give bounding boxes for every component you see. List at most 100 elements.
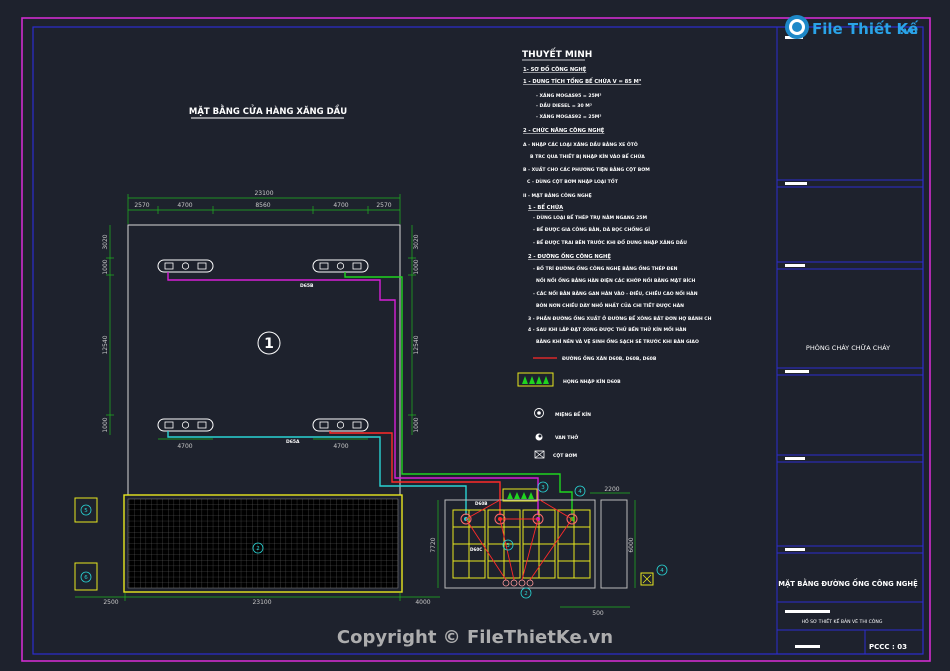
svg-text:- XĂNG MOGAS92 = 25M³: - XĂNG MOGAS92 = 25M³ [536,113,601,120]
zone-marker-3b: 3 [537,481,549,493]
pump-island-1 [157,259,214,273]
dim-bottom-2: 23100 [252,599,271,606]
legend-pump-icon [534,450,545,459]
svg-text:B - XUẤT CHO CÁC PHƯƠNG TIỆN B: B - XUẤT CHO CÁC PHƯƠNG TIỆN BẰNG CỘT BƠ… [523,165,650,173]
title-block-sheet-number: PCCC : 03 [869,643,907,651]
svg-text:1: 1 [264,336,274,352]
dim-tank-left-side: 7720 [430,537,437,552]
svg-text:2: 2 [256,546,260,552]
sealed-receiver-box [502,488,538,502]
svg-text:2 - CHỨC NĂNG CÔNG NGHỆ: 2 - CHỨC NĂNG CÔNG NGHỆ [523,126,605,134]
logo-text: File Thiết Kế [812,19,919,38]
notes-body: 1- SƠ ĐỒ CÔNG NGHỆ 1 - DUNG TÍCH TỔNG BỂ… [523,64,712,345]
svg-text:6: 6 [84,575,88,581]
dim-inner-lower-2: 4700 [333,443,348,450]
dim-top-2: 4700 [177,202,192,209]
svg-text:1- SƠ ĐỒ CÔNG NGHỆ: 1- SƠ ĐỒ CÔNG NGHỆ [523,64,587,73]
legend-receiver-swatch [517,372,554,387]
dim-top-1: 2570 [134,202,149,209]
svg-text:3: 3 [541,485,545,491]
notes-heading: THUYẾT MINH [522,47,592,60]
pipe-green [344,272,573,515]
underground-tanks [452,509,591,579]
dim-tank-bottom: 500 [592,610,604,617]
legend-pipe-label: ĐƯỜNG ỐNG XĂN D60B, D60B, D60B [562,354,657,362]
fire-equipment-box [640,572,654,586]
dim-top-5: 2570 [376,202,391,209]
site-logo: File Thiết Kế .vn [785,15,919,39]
tank-area-outline [444,499,596,589]
legend-pump-label: CỘT BƠM [553,452,578,459]
svg-text:5: 5 [84,508,88,514]
zone-marker-5: 5 [80,504,92,516]
svg-text:3: 3 [506,543,510,549]
outer-frame [21,17,931,662]
title-block-tiny-text [785,36,830,648]
dim-bottom-1: 2500 [103,599,118,606]
dim-right-2: 1000 [413,259,420,274]
legend-vent-label: MIỆNG BỂ KÍN [555,410,591,418]
title-block-drawing-title: MẶT BẰNG ĐƯỜNG ỐNG CÔNG NGHỆ [778,578,918,588]
svg-text:4: 4 [660,568,664,574]
legend-vent-icon [534,408,544,418]
dimension-lines [75,194,636,608]
svg-text:BẰNG KHÍ NÉN VÀ VỆ SINH ỐNG SẠ: BẰNG KHÍ NÉN VÀ VỆ SINH ỐNG SẠCH SẼ TRƯỚ… [536,337,699,345]
svg-text:BÓN NƠN CHIỀU DÀY NHỎ NHẤT CỦA: BÓN NƠN CHIỀU DÀY NHỎ NHẤT CỦA CHI TIẾT … [536,300,684,309]
dim-left-4: 1000 [102,417,109,432]
dim-left-2: 1000 [102,259,109,274]
svg-text:3 - PHẦN ĐƯỜNG ỐNG XUẤT Ở ĐƯỜN: 3 - PHẦN ĐƯỜNG ỐNG XUẤT Ở ĐƯỜNG BỂ XÔNG … [528,313,712,322]
zone-box-6 [74,562,98,591]
dim-tank-right-top: 2200 [604,486,619,493]
zone-marker-2b: 2 [520,587,532,599]
svg-text:- DÙNG LOẠI BỂ THÉP TRỤ NẰM NG: - DÙNG LOẠI BỂ THÉP TRỤ NẰM NGANG 25M [533,213,647,221]
svg-text:- BỂ ĐƯỢC GIA CÔNG BẰN, DÀ BỌC: - BỂ ĐƯỢC GIA CÔNG BẰN, DÀ BỌC CHỐNG GỈ [533,225,650,233]
zone-marker-2: 2 [252,542,264,554]
logo-domain: .vn [900,26,917,37]
zone-marker-6: 6 [80,571,92,583]
receiver-triangles [507,492,534,499]
legend-valve-icon [535,433,543,441]
pump-island-4 [312,418,369,432]
inner-frame [32,26,924,655]
canopy-outline [127,224,401,496]
svg-text:- CÁC NỐI BẰN BẰNG GAN HÀN VÀO: - CÁC NỐI BẰN BẰNG GAN HÀN VÀO - ĐIỀU, C… [533,288,698,297]
zone-marker-4: 4 [574,485,586,497]
dim-left-3: 12540 [102,335,109,354]
zone-marker-1: 1 [257,331,281,355]
dim-tank-right-side: 6000 [628,537,635,552]
svg-text:A - NHẬP CÁC LOẠI XĂNG DẦU BẰN: A - NHẬP CÁC LOẠI XĂNG DẦU BẰNG XE ÔTÔ [523,139,638,148]
svg-text:1 - DUNG TÍCH TỔNG BỂ CHỨA V =: 1 - DUNG TÍCH TỔNG BỂ CHỨA V = 85 M³ [523,77,641,85]
title-block [776,27,923,654]
title-block-subtitle: HỒ SƠ THIẾT KẾ BẢN VẼ THI CÔNG [802,616,883,625]
dim-inner-lower-1: 4700 [177,443,192,450]
zone-marker-3: 3 [502,539,514,551]
dim-top-4: 4700 [333,202,348,209]
paved-area-grid [127,498,399,589]
legend-valve-label: VAN THỞ [555,433,578,441]
tank-side-box [600,499,628,589]
svg-text:2 - ĐƯỜNG ỐNG CÔNG NGHỆ: 2 - ĐƯỜNG ỐNG CÔNG NGHỆ [528,252,611,260]
dim-right-4: 1000 [413,417,420,432]
pipe-red [329,431,501,515]
dimension-texts: 23100 2570 4700 8560 4700 2570 3020 1000… [102,190,635,617]
vent-valves [502,579,534,587]
svg-text:C - DÙNG CỘT BƠM NHẬP LOẠI TỐT: C - DÙNG CỘT BƠM NHẬP LOẠI TỐT [527,177,619,185]
zone-marker-4b: 4 [656,564,668,576]
svg-text:- BỂ ĐƯỢC TRAI BÊN TRƯỚC KHI Đ: - BỂ ĐƯỢC TRAI BÊN TRƯỚC KHI ĐỔ DUNG NHẬ… [533,237,687,246]
svg-text:B TRC QUA THIẾT BỊ NHẬP KÍN VÀ: B TRC QUA THIẾT BỊ NHẬP KÍN VÀO BỂ CHỨA [530,152,645,160]
title-block-fire: PHÒNG CHÁY CHỮA CHÁY [806,343,890,352]
legend-receiver-triangles [522,376,549,384]
svg-text:2: 2 [524,591,528,597]
tank-label-a: D60B [475,501,488,506]
svg-text:1 - BỂ CHỨA: 1 - BỂ CHỨA [528,203,563,211]
svg-text:- XĂNG MOGAS95 = 25M³: - XĂNG MOGAS95 = 25M³ [536,92,601,99]
svg-text:4 - SAU KHI LẮP ĐẶT XONG ĐƯỢC: 4 - SAU KHI LẮP ĐẶT XONG ĐƯỢC THỬ BỀN TH… [528,324,687,333]
plan-title: MẶT BẰNG CỬA HÀNG XĂNG DẦU [189,104,347,117]
svg-text:II - MẶT BẰNG CÔNG NGHỆ: II - MẶT BẰNG CÔNG NGHỆ [523,191,592,199]
svg-text:- DẦU DIESEL = 30 M³: - DẦU DIESEL = 30 M³ [536,100,592,109]
dim-top-total: 23100 [254,190,273,197]
svg-text:NỐI NỐI ỐNG BẰNG HÀN ĐIỆN CÁC: NỐI NỐI ỐNG BẰNG HÀN ĐIỆN CÁC KHỚP NỐI B… [536,276,696,284]
pipe-label-lower: D65A [286,439,300,445]
